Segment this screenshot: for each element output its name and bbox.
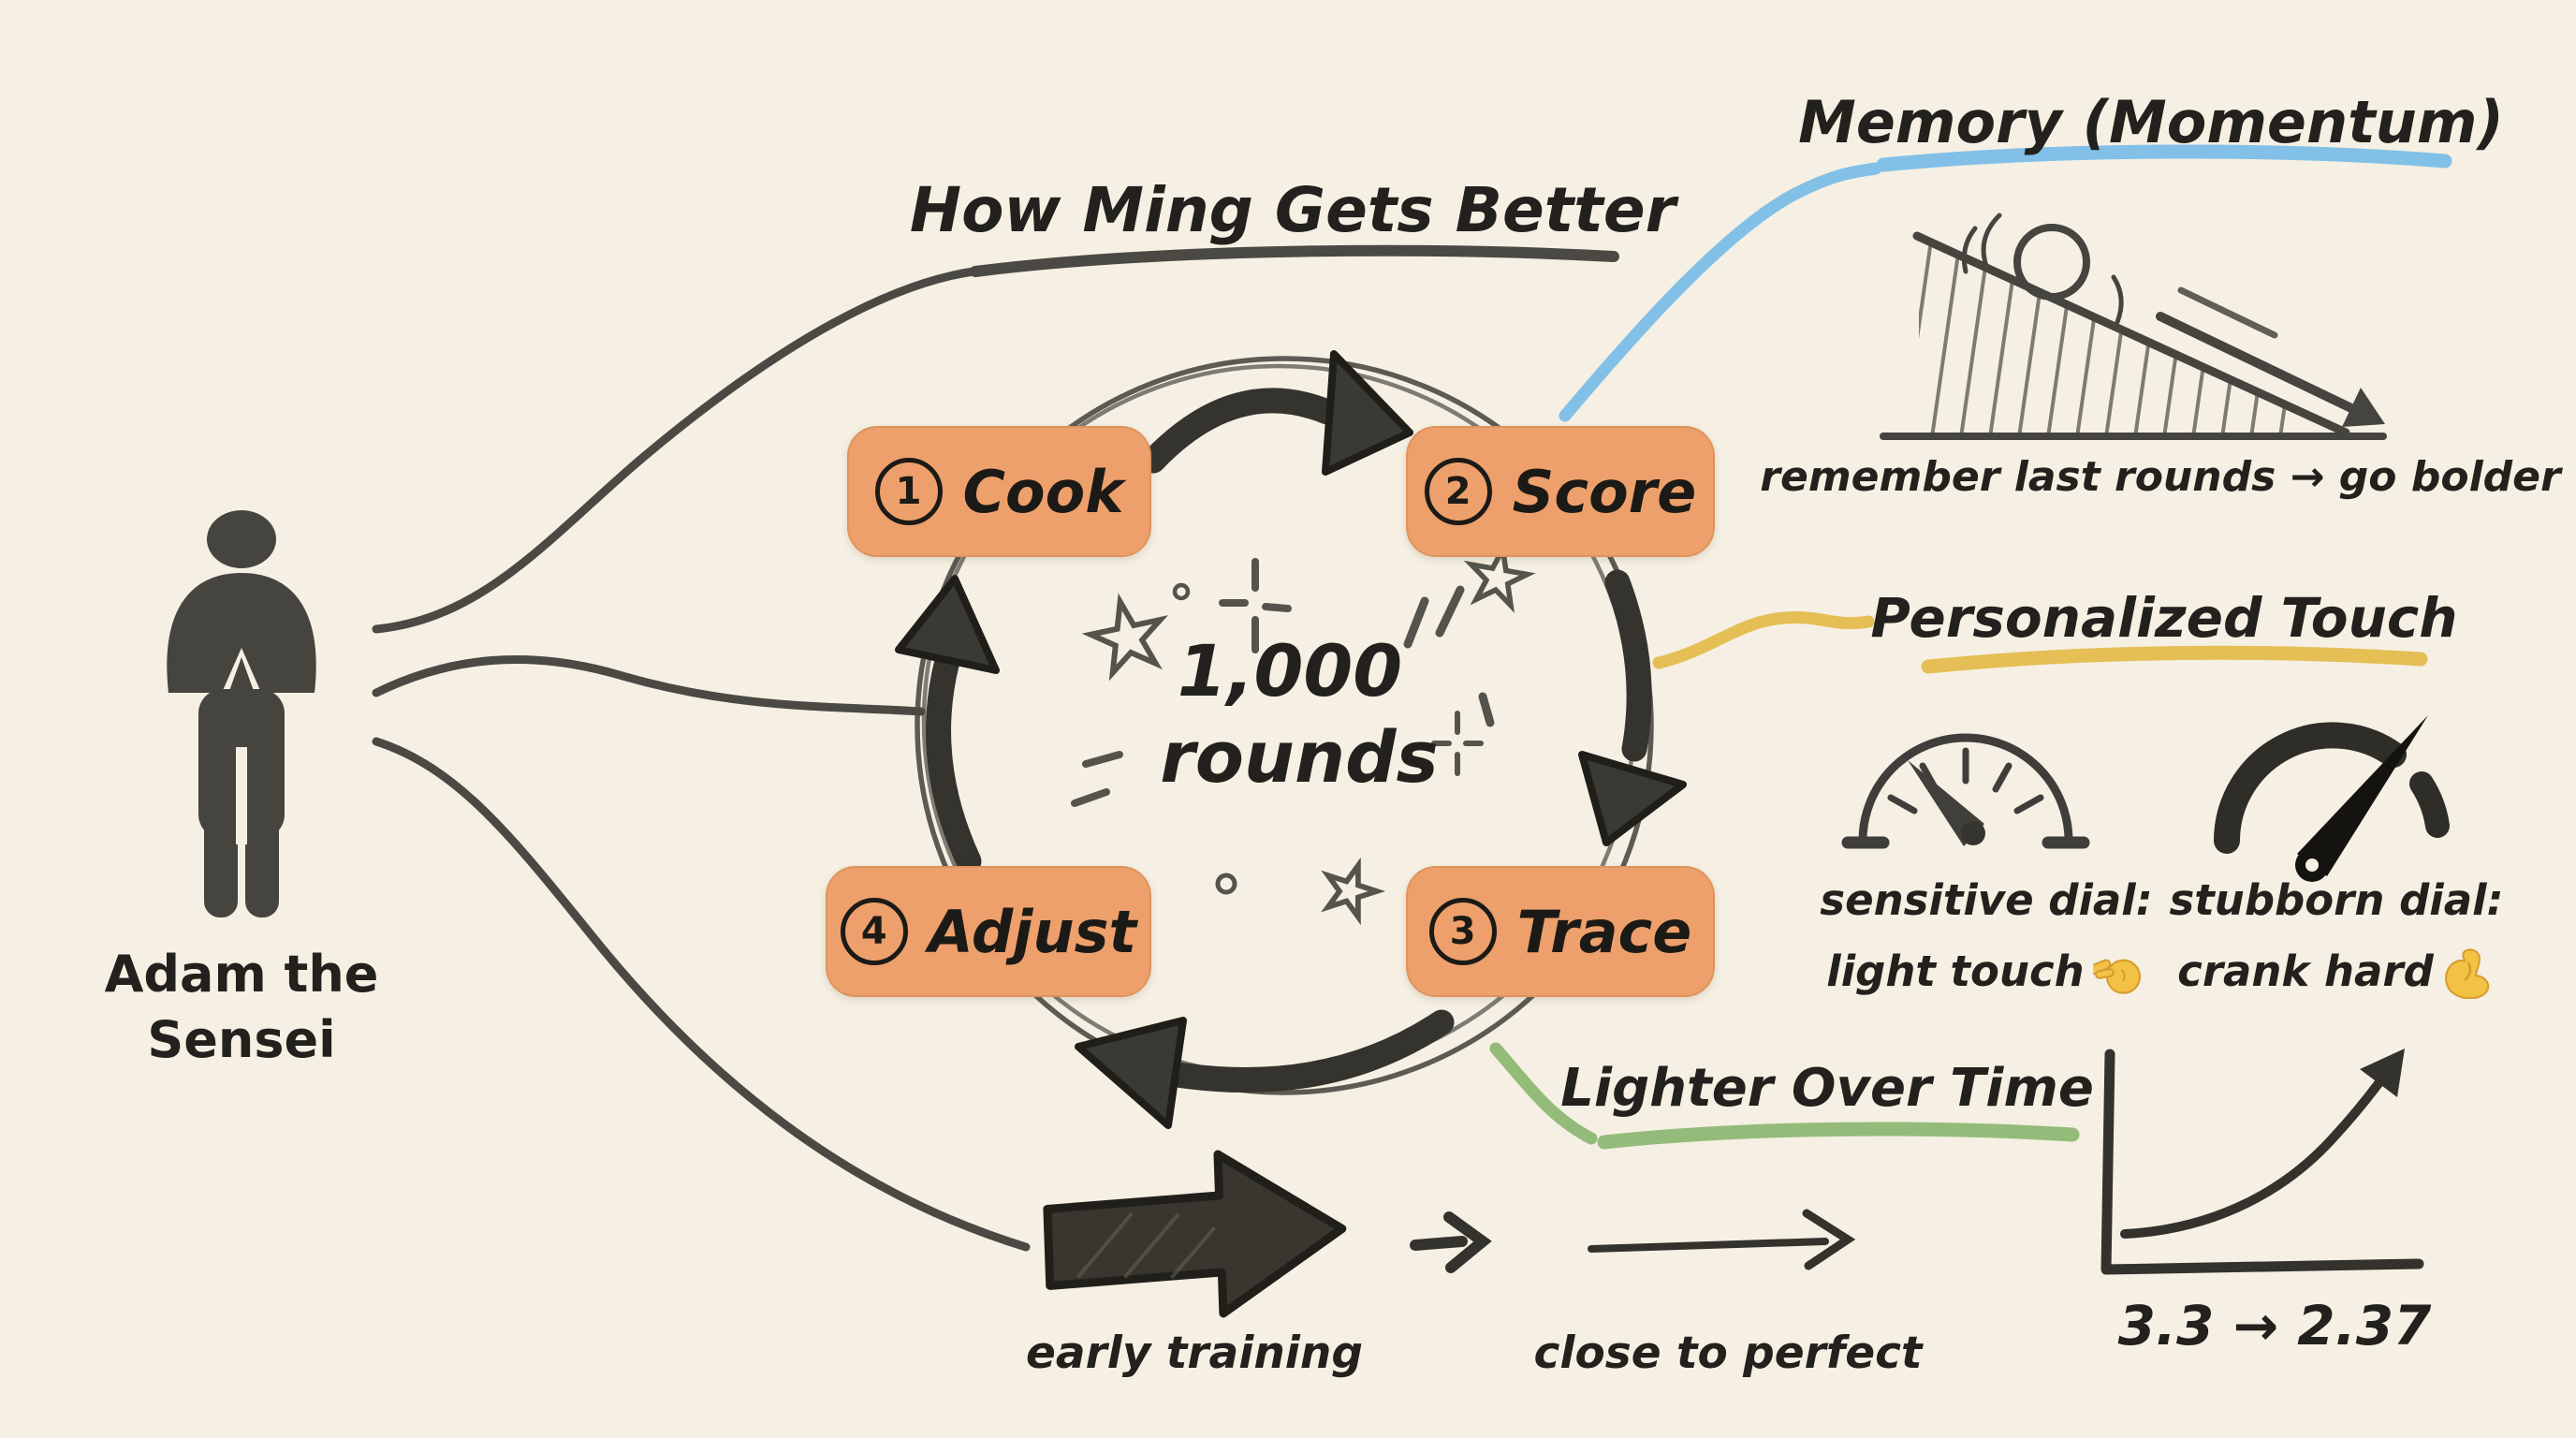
sparkle-plus-icon — [1431, 711, 1484, 776]
memory-title: Memory (Momentum) — [1798, 88, 2504, 156]
sensei-connector-lines — [372, 267, 1031, 1252]
step-box-trace: 3 Trace — [1406, 866, 1715, 997]
progress-arrows — [1043, 1150, 1856, 1318]
cycle-arrow-right-icon — [1578, 569, 1687, 846]
sensitive-dial-icon — [1841, 733, 2090, 849]
star-doodle-icon — [1463, 540, 1536, 613]
personalized-underline — [1921, 645, 2428, 674]
personalized-links — [1652, 611, 2428, 674]
lighter-underline — [1597, 1122, 2080, 1150]
exclaim-dash-icon — [1403, 585, 1495, 727]
small-arrow-icon — [1410, 1211, 1492, 1273]
memory-caption: remember last rounds → go bolder — [1760, 453, 2561, 501]
step-number-badge: 3 — [1428, 898, 1497, 965]
step-label: Cook — [962, 457, 1124, 526]
title-underline — [970, 244, 1619, 277]
sensei-figure-icon — [167, 510, 316, 917]
lighter-title: Lighter Over Time — [1560, 1058, 2094, 1119]
personalized-title: Personalized Touch — [1870, 586, 2458, 650]
memory-underline — [1876, 144, 2452, 172]
cycle-arrows — [895, 350, 1687, 1129]
stubborn-dial-icon — [2214, 715, 2450, 882]
thin-arrow-icon — [1588, 1209, 1856, 1270]
stubborn-dial-caption: stubborn dial: crank hard — [2170, 865, 2504, 1007]
sparkle-doodles — [1071, 540, 1536, 926]
memory-connector-line — [1559, 162, 1882, 422]
star-doodle-icon — [1081, 593, 1168, 682]
step-number-badge: 1 — [874, 458, 943, 525]
step-label: Score — [1512, 457, 1697, 526]
star-doodle-icon — [1321, 857, 1386, 926]
actor-label: Adam the Sensei — [105, 942, 379, 1073]
cycle-arrow-left-icon — [895, 575, 1000, 874]
cycle-arrow-top-icon — [1140, 350, 1413, 476]
step-box-score: 2 Score — [1406, 426, 1715, 557]
personalized-connector-line — [1652, 611, 1875, 669]
step-box-cook: 1 Cook — [847, 426, 1151, 557]
lighter-links — [1489, 1042, 2080, 1150]
pinching-hand-icon — [2093, 946, 2146, 999]
lighter-connector-line — [1489, 1042, 1598, 1145]
step-label: Adjust — [928, 897, 1137, 966]
stubborn-dial-line2: crank hard — [2177, 946, 2434, 996]
step-number-badge: 2 — [1424, 458, 1492, 525]
dash-doodle-icon — [1071, 751, 1123, 807]
rolling-ball-icon — [2013, 224, 2090, 301]
sparkle-plus-icon — [1219, 558, 1292, 653]
stubborn-dial-line1: stubborn dial: — [2169, 875, 2504, 925]
early-training-label: early training — [1025, 1328, 1364, 1379]
actor-name-line2: Sensei — [147, 1010, 336, 1069]
momentum-hill-icon — [1880, 213, 2387, 440]
flexed-biceps-icon — [2443, 946, 2496, 999]
actor-name-line1: Adam the — [104, 945, 379, 1004]
dot-doodle-icon — [1215, 873, 1237, 895]
sensitive-dial-caption: sensitive dial: light touch — [1820, 865, 2152, 1007]
sensitive-dial-line2: light touch — [1826, 946, 2085, 996]
loss-metric: 3.3 → 2.37 — [2117, 1294, 2432, 1357]
progress-graph-icon — [2100, 1049, 2424, 1275]
step-label: Trace — [1516, 897, 1692, 966]
cycle-center-count: 1,000 — [1177, 629, 1403, 712]
step-box-adjust: 4 Adjust — [826, 866, 1151, 997]
memory-links — [1559, 144, 2452, 422]
page-title: How Ming Gets Better — [909, 174, 1676, 246]
cycle-center-rounds: rounds — [1160, 715, 1439, 799]
dot-doodle-icon — [1172, 582, 1191, 601]
close-to-perfect-label: close to perfect — [1533, 1328, 1923, 1379]
big-block-arrow-icon — [1043, 1150, 1347, 1318]
sensitive-dial-line1: sensitive dial: — [1820, 875, 2153, 925]
cycle-arrow-bottom-icon — [1075, 1009, 1455, 1129]
step-number-badge: 4 — [840, 898, 908, 965]
